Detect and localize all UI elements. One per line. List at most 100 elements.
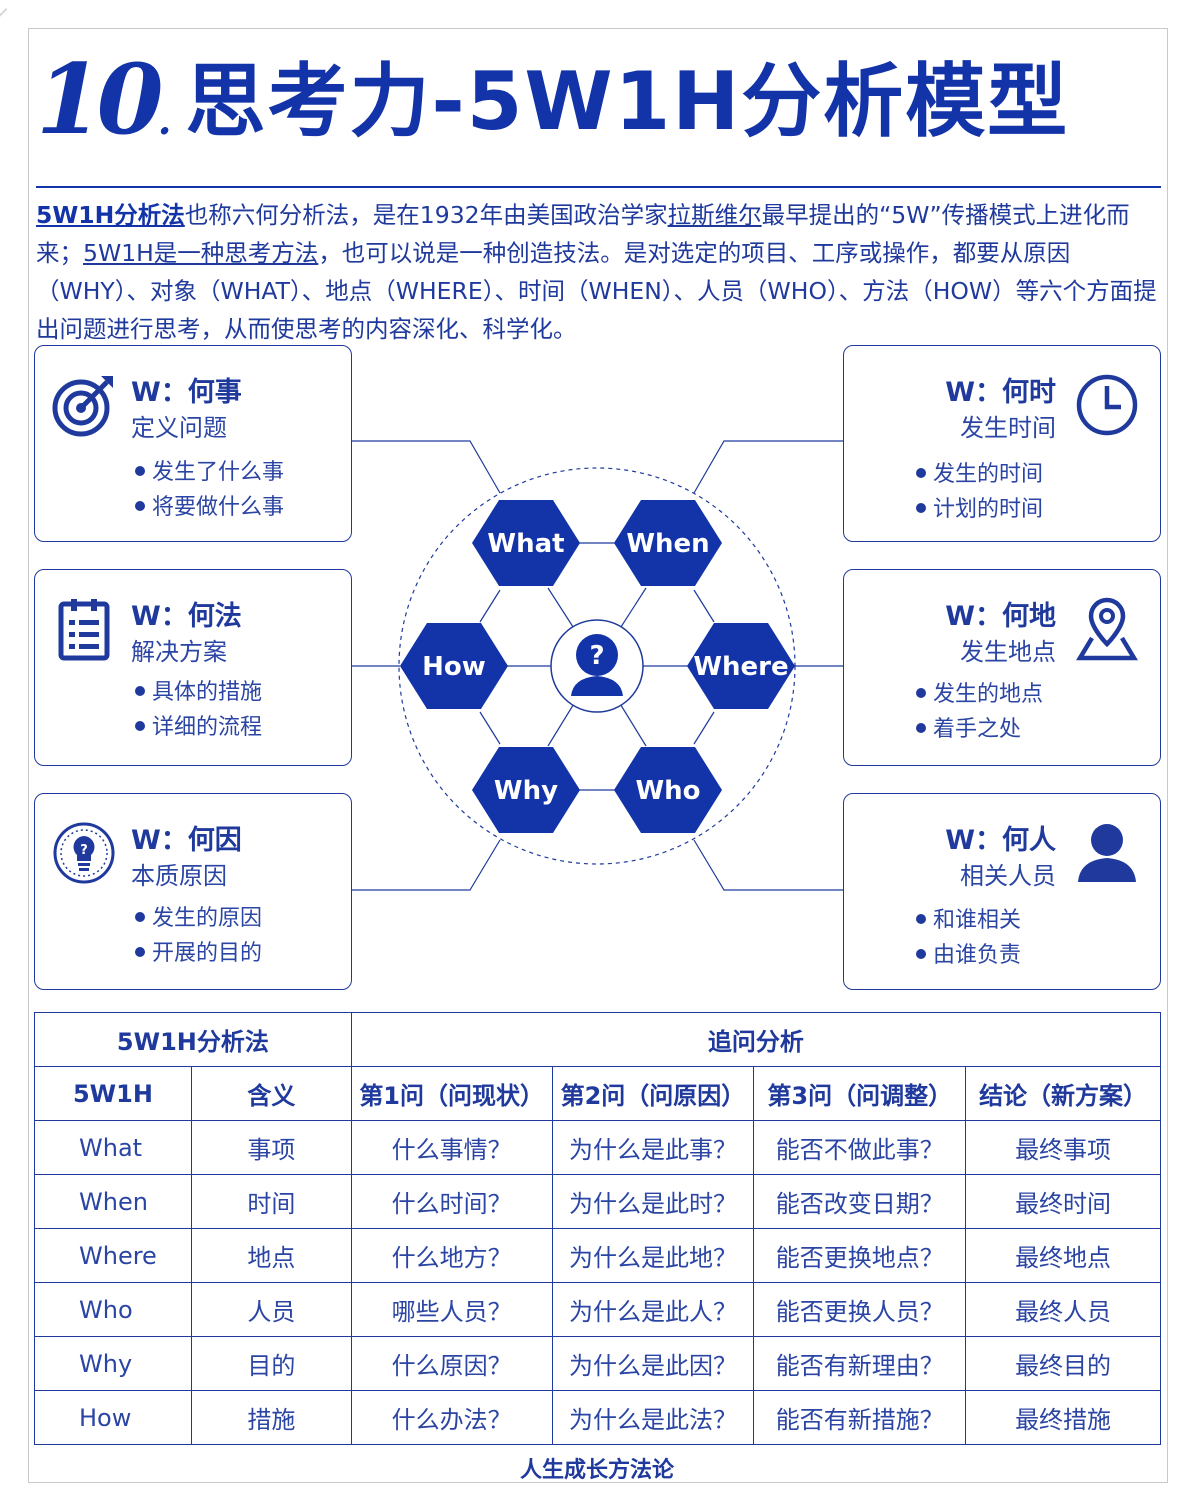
table-cell: What <box>34 1120 192 1175</box>
table-cell: 能否有新措施？ <box>753 1390 967 1445</box>
card-what-subtitle: 定义问题 <box>131 414 227 442</box>
card-how-subtitle: 解决方案 <box>131 638 227 666</box>
table-cell: 措施 <box>190 1390 352 1445</box>
card-who: W：何人 相关人员 和谁相关 由谁负责 <box>843 793 1161 990</box>
table-cell: 能否更换人员？ <box>753 1282 967 1337</box>
card-what-bullet-2: 将要做什么事 <box>135 489 284 521</box>
table-group-left: 5W1H分析法 <box>34 1012 352 1067</box>
table-cell: 最终时间 <box>965 1174 1161 1229</box>
card-why-subtitle: 本质原因 <box>131 862 227 890</box>
card-who-title: W：何人 <box>945 825 1056 856</box>
title-number: 10 <box>36 43 164 156</box>
table-cell: 能否改变日期？ <box>753 1174 967 1229</box>
card-what-title: W：何事 <box>131 377 242 408</box>
table-cell: 最终人员 <box>965 1282 1161 1337</box>
table-cell: 最终事项 <box>965 1120 1161 1175</box>
card-what: W：何事 定义问题 发生了什么事 将要做什么事 <box>34 345 352 542</box>
table-header: 含义 <box>190 1066 352 1121</box>
table-cell: Where <box>34 1228 192 1283</box>
intro-keyword: 5W1H分析法 <box>36 201 185 229</box>
table-cell: 什么原因？ <box>350 1336 553 1391</box>
table-header: 5W1H <box>34 1066 192 1121</box>
table-cell: How <box>34 1390 192 1445</box>
page-title: 10 . 思考力-5W1H分析模型 <box>36 48 1161 148</box>
card-where-subtitle: 发生地点 <box>960 638 1056 666</box>
table-cell: 哪些人员？ <box>350 1282 553 1337</box>
table-header: 第3问（问调整） <box>753 1066 967 1121</box>
table-cell: 人员 <box>190 1282 352 1337</box>
card-why-bullet-1: 发生的原因 <box>135 900 262 932</box>
card-how-title: W：何法 <box>131 601 242 632</box>
table-header: 第1问（问现状） <box>350 1066 553 1121</box>
card-how-bullet-2: 详细的流程 <box>135 709 262 741</box>
card-who-subtitle: 相关人员 <box>960 862 1056 890</box>
target-icon <box>52 376 113 437</box>
table-cell: 什么办法？ <box>350 1390 553 1445</box>
card-who-bullet-2: 由谁负责 <box>916 937 1021 969</box>
table-cell: 地点 <box>190 1228 352 1283</box>
table-cell: 能否有新理由？ <box>753 1336 967 1391</box>
intro-paragraph: 5W1H分析法也称六何分析法，是在1932年由美国政治学家拉斯维尔最早提出的“5… <box>36 196 1164 348</box>
card-where-bullet-2: 着手之处 <box>916 711 1021 743</box>
table-cell: 什么事情？ <box>350 1120 553 1175</box>
clock-icon <box>1076 374 1138 436</box>
table-cell: 最终目的 <box>965 1336 1161 1391</box>
intro-text-3: ，也可以说是一种创造技法。是对选定的项目、工序或操作，都要从原因（WHY）、对象… <box>36 239 1157 343</box>
card-how-bullet-1: 具体的措施 <box>135 674 262 706</box>
table-cell: Who <box>34 1282 192 1337</box>
checklist-icon <box>58 599 110 661</box>
table-cell: 能否不做此事？ <box>753 1120 967 1175</box>
table-cell: Why <box>34 1336 192 1391</box>
card-when-bullet-2: 计划的时间 <box>916 491 1043 523</box>
table-cell: 为什么是此地？ <box>551 1228 755 1283</box>
table-cell: 为什么是此人？ <box>551 1282 755 1337</box>
card-why-title: W：何因 <box>131 825 242 856</box>
card-when-title: W：何时 <box>945 377 1056 408</box>
svg-text:?: ? <box>80 843 88 858</box>
table-cell: 目的 <box>190 1336 352 1391</box>
card-when-bullet-1: 发生的时间 <box>916 456 1043 488</box>
card-where-bullet-1: 发生的地点 <box>916 676 1043 708</box>
card-where: W：何地 发生地点 发生的地点 着手之处 <box>843 569 1161 766</box>
title-number-dot: . <box>157 97 172 144</box>
intro-definition: 5W1H是一种思考方法 <box>83 239 319 267</box>
table-group-header-row: 5W1H分析法 追问分析 <box>34 1012 1162 1067</box>
table-cell: When <box>34 1174 192 1229</box>
card-why-bullet-2: 开展的目的 <box>135 935 262 967</box>
location-pin-icon <box>1076 597 1138 661</box>
table-cell: 最终措施 <box>965 1390 1161 1445</box>
table-cell: 为什么是此法？ <box>551 1390 755 1445</box>
intro-text-2: 最早提出的“5W”传播模式上进化而来； <box>36 201 1130 267</box>
card-how: W：何法 解决方案 具体的措施 详细的流程 <box>34 569 352 766</box>
card-where-title: W：何地 <box>945 601 1056 632</box>
table-header-row: 5W1H 含义 第1问（问现状） 第2问（问原因） 第3问（问调整） 结论（新方… <box>34 1066 1161 1121</box>
intro-text-1: 也称六何分析法，是在1932年由美国政治学家 <box>184 201 668 229</box>
card-when: W：何时 发生时间 发生的时间 计划的时间 <box>843 345 1161 542</box>
card-when-subtitle: 发生时间 <box>960 414 1056 442</box>
table-cell: 能否更换地点？ <box>753 1228 967 1283</box>
lightbulb-icon: ? <box>53 822 115 884</box>
table-cell: 什么地方？ <box>350 1228 553 1283</box>
title-text: 思考力-5W1H分析模型 <box>185 55 1070 148</box>
card-why: ? W：何因 本质原因 发生的原因 开展的目的 <box>34 793 352 990</box>
title-divider <box>36 186 1161 188</box>
table-cell: 时间 <box>190 1174 352 1229</box>
card-what-bullet-1: 发生了什么事 <box>135 454 284 486</box>
table-cell: 为什么是此时？ <box>551 1174 755 1229</box>
table-header: 第2问（问原因） <box>551 1066 755 1121</box>
analysis-table: 5W1H分析法 追问分析 5W1H 含义 第1问（问现状） 第2问（问原因） 第… <box>34 1012 1162 1445</box>
table-group-right: 追问分析 <box>350 1012 1162 1067</box>
footer-caption: 人生成长方法论 <box>519 1458 674 1483</box>
table-cell: 最终地点 <box>965 1228 1161 1283</box>
table-header: 结论（新方案） <box>965 1066 1161 1121</box>
card-who-bullet-1: 和谁相关 <box>916 902 1021 934</box>
table-cell: 为什么是此因？ <box>551 1336 755 1391</box>
table-cell: 事项 <box>190 1120 352 1175</box>
table-cell: 为什么是此事？ <box>551 1120 755 1175</box>
